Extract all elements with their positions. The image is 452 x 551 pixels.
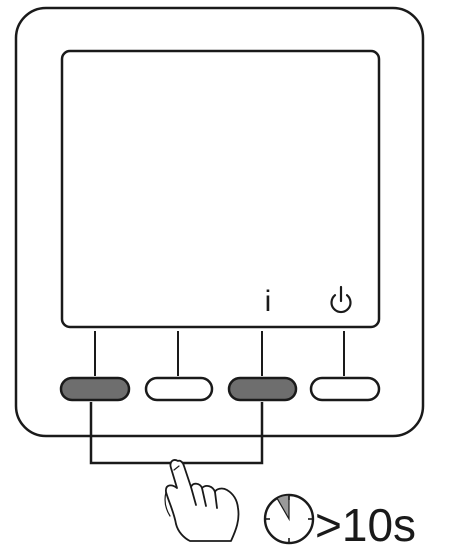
info-label: i: [265, 285, 272, 318]
button-4[interactable]: [311, 378, 379, 400]
button-2[interactable]: [146, 378, 212, 400]
button-3-pressed[interactable]: [229, 378, 296, 400]
timer-icon: [265, 495, 313, 543]
button-1-pressed[interactable]: [61, 378, 129, 400]
duration-label: >10s: [315, 499, 416, 551]
hand-press-icon: [165, 460, 238, 541]
display-screen: [62, 51, 379, 327]
